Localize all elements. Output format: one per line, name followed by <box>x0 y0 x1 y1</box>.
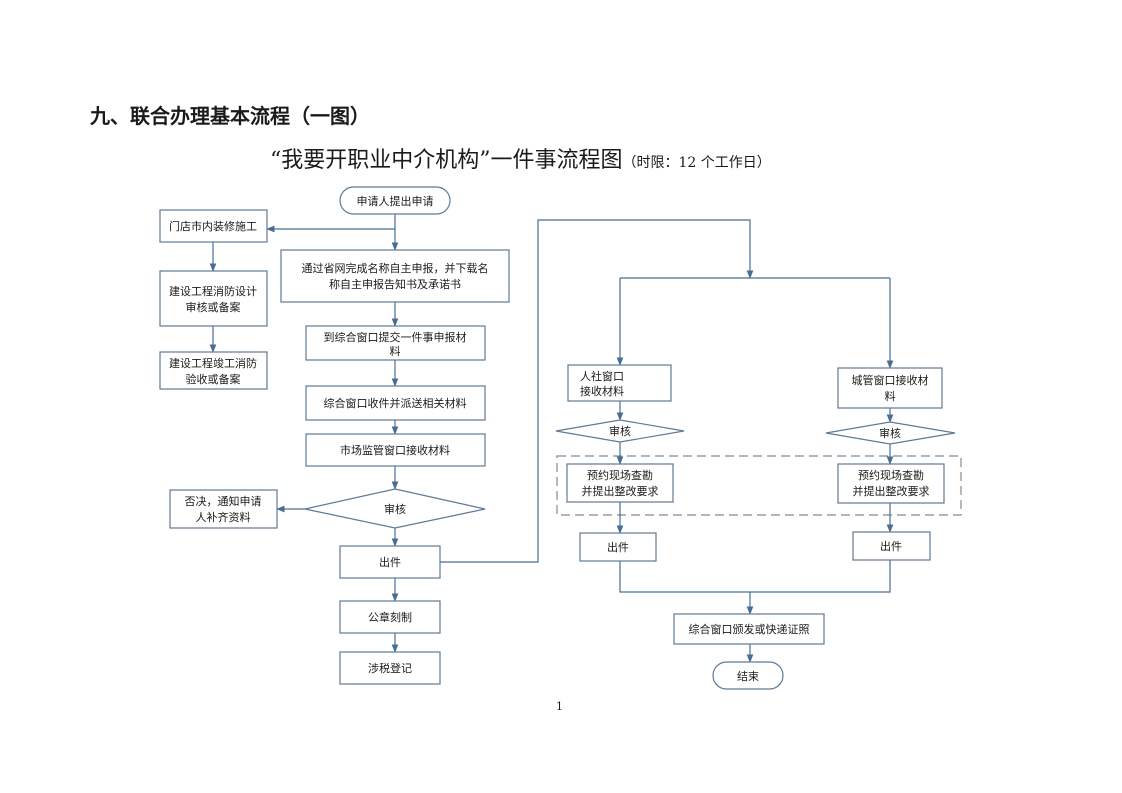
hr-review-label: 审核 <box>609 424 631 438</box>
city-inspect-label-line1: 预约现场查勘 <box>858 468 924 482</box>
start-label: 申请人提出申请 <box>357 194 434 208</box>
dispatch-label: 综合窗口收件并派送相关材料 <box>324 396 467 410</box>
market-receive-label: 市场监管窗口接收材料 <box>340 443 450 457</box>
issue-left-box <box>339 545 441 579</box>
hr-receive-box <box>567 364 672 402</box>
hr-inspect-box <box>566 463 674 503</box>
end-label: 结束 <box>737 670 759 683</box>
arrow-issue-to-branch <box>440 219 754 563</box>
deliver-label: 综合窗口颁发或快递证照 <box>689 622 810 636</box>
shop-decoration-label: 门店市内装修施工 <box>169 219 257 233</box>
city-issue-label: 出件 <box>880 539 902 553</box>
hr-issue-box <box>579 532 657 562</box>
name-report-label-line1: 通过省网完成名称自主申报，并下载名 <box>302 261 489 275</box>
diagram-title-time-limit: （时限：12 个工作日） <box>622 155 771 171</box>
section-heading: 九、联合办理基本流程（一图） <box>90 104 370 128</box>
city-receive-label-line2: 料 <box>885 389 896 403</box>
diagram-title-main: “我要开职业中介机构”一件事流程图 <box>270 148 623 173</box>
name-report-box <box>280 249 510 303</box>
page-number: 1 <box>556 700 563 713</box>
diagram-title: “我要开职业中介机构”一件事流程图（时限：12 个工作日） <box>270 142 771 174</box>
start-terminal <box>339 186 451 215</box>
reject-notice-label-line2: 人补齐资料 <box>196 510 251 524</box>
tax-label: 涉税登记 <box>368 661 412 675</box>
hr-review-diamond <box>555 419 685 443</box>
city-receive-label-line1: 城管窗口接收材 <box>852 373 929 387</box>
reject-notice-label-line1: 否决，通知申请 <box>185 494 262 508</box>
city-inspect-box <box>837 463 945 504</box>
node-shapes <box>159 186 956 690</box>
market-review-label: 审核 <box>384 502 406 516</box>
end-terminal <box>712 661 784 690</box>
hr-inspect-label-line1: 预约现场查勘 <box>587 468 653 482</box>
market-review-diamond <box>304 488 486 529</box>
market-receive-box <box>305 433 486 467</box>
name-report-label-line2: 称自主申报告知书及承诺书 <box>329 277 461 291</box>
seal-box <box>339 600 441 634</box>
hr-issue-label: 出件 <box>607 540 629 554</box>
submit-materials-box <box>305 325 486 361</box>
fire-design-box <box>159 270 268 327</box>
inspection-group-frame <box>556 455 962 516</box>
connectors <box>209 214 894 663</box>
submit-materials-label-line1: 到综合窗口提交一件事申报材 <box>324 330 467 344</box>
seal-label: 公章刻制 <box>368 610 412 624</box>
merge-bar <box>619 560 891 593</box>
city-issue-box <box>852 531 931 561</box>
fire-acceptance-label-line2: 验收或备案 <box>186 372 241 386</box>
fire-acceptance-box <box>159 351 268 390</box>
city-review-diamond <box>825 421 956 445</box>
hr-receive-label-line1: 人社窗口 <box>580 369 624 383</box>
city-review-label: 审核 <box>879 426 901 440</box>
deliver-box <box>673 613 825 645</box>
city-receive-box <box>837 367 943 409</box>
shop-decoration-box <box>159 209 268 243</box>
hr-inspect-label-line2: 并提出整改要求 <box>582 484 659 498</box>
reject-notice-box <box>169 489 278 529</box>
issue-left-label: 出件 <box>379 555 401 569</box>
hr-receive-label-line2: 接收材料 <box>580 384 624 398</box>
fire-design-label-line1: 建设工程消防设计 <box>169 284 257 298</box>
fire-design-label-line2: 审核或备案 <box>186 300 241 314</box>
dispatch-box <box>305 385 486 421</box>
city-inspect-label-line2: 并提出整改要求 <box>853 484 930 498</box>
fire-acceptance-label-line1: 建设工程竣工消防 <box>169 356 257 370</box>
tax-box <box>339 651 441 685</box>
submit-materials-label-line2: 料 <box>390 344 401 358</box>
